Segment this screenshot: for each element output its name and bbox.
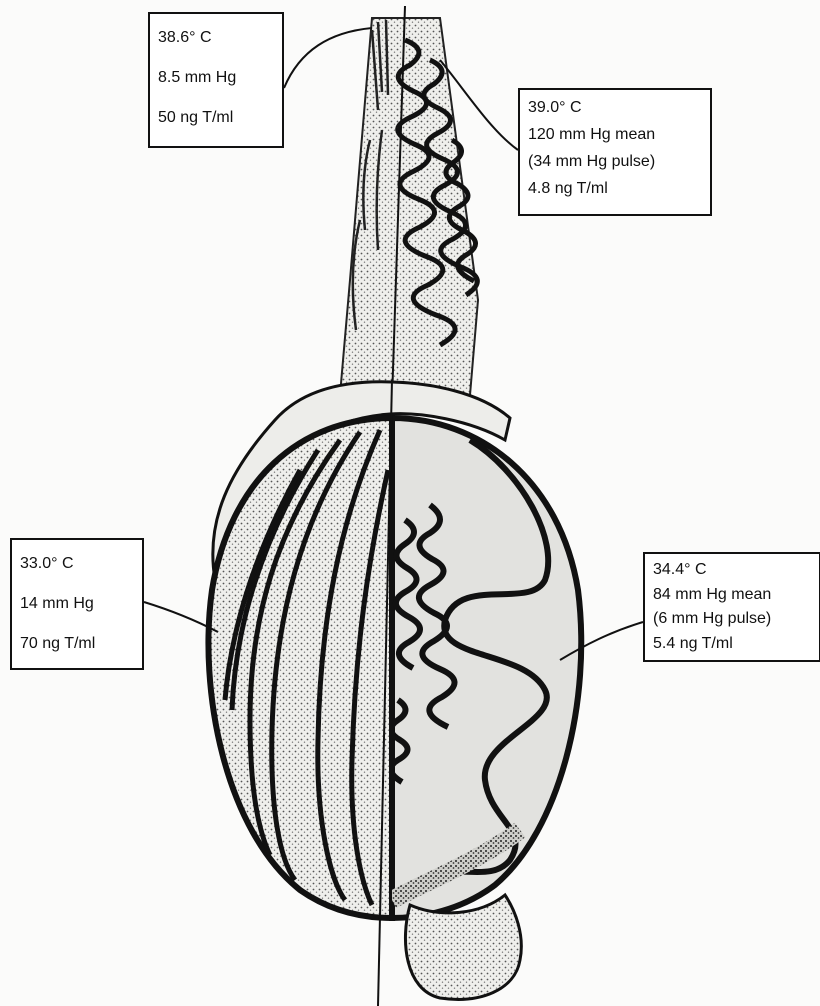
label-pressure: 8.5 mm Hg [158,58,274,98]
label-pulse-pressure: (34 mm Hg pulse) [528,148,702,175]
label-mid-right: 34.4° C 84 mm Hg mean (6 mm Hg pulse) 5.… [643,552,820,662]
label-top-left: 38.6° C 8.5 mm Hg 50 ng T/ml [148,12,284,148]
label-testosterone: 70 ng T/ml [20,624,134,664]
label-mean-pressure: 84 mm Hg mean [653,583,811,608]
label-mean-pressure: 120 mm Hg mean [528,121,702,148]
label-mid-left: 33.0° C 14 mm Hg 70 ng T/ml [10,538,144,670]
label-temperature: 33.0° C [20,544,134,584]
testis-body [208,418,581,918]
label-temperature: 39.0° C [528,94,702,121]
label-testosterone: 5.4 ng T/ml [653,632,811,657]
label-pressure: 14 mm Hg [20,584,134,624]
label-testosterone: 50 ng T/ml [158,98,274,138]
leader-top-left [284,28,372,88]
label-temperature: 38.6° C [158,18,274,58]
label-pulse-pressure: (6 mm Hg pulse) [653,607,811,632]
spermatic-cord [340,6,478,400]
label-testosterone: 4.8 ng T/ml [528,175,702,202]
label-top-right: 39.0° C 120 mm Hg mean (34 mm Hg pulse) … [518,88,712,216]
label-temperature: 34.4° C [653,558,811,583]
epididymis-tail [405,895,521,999]
